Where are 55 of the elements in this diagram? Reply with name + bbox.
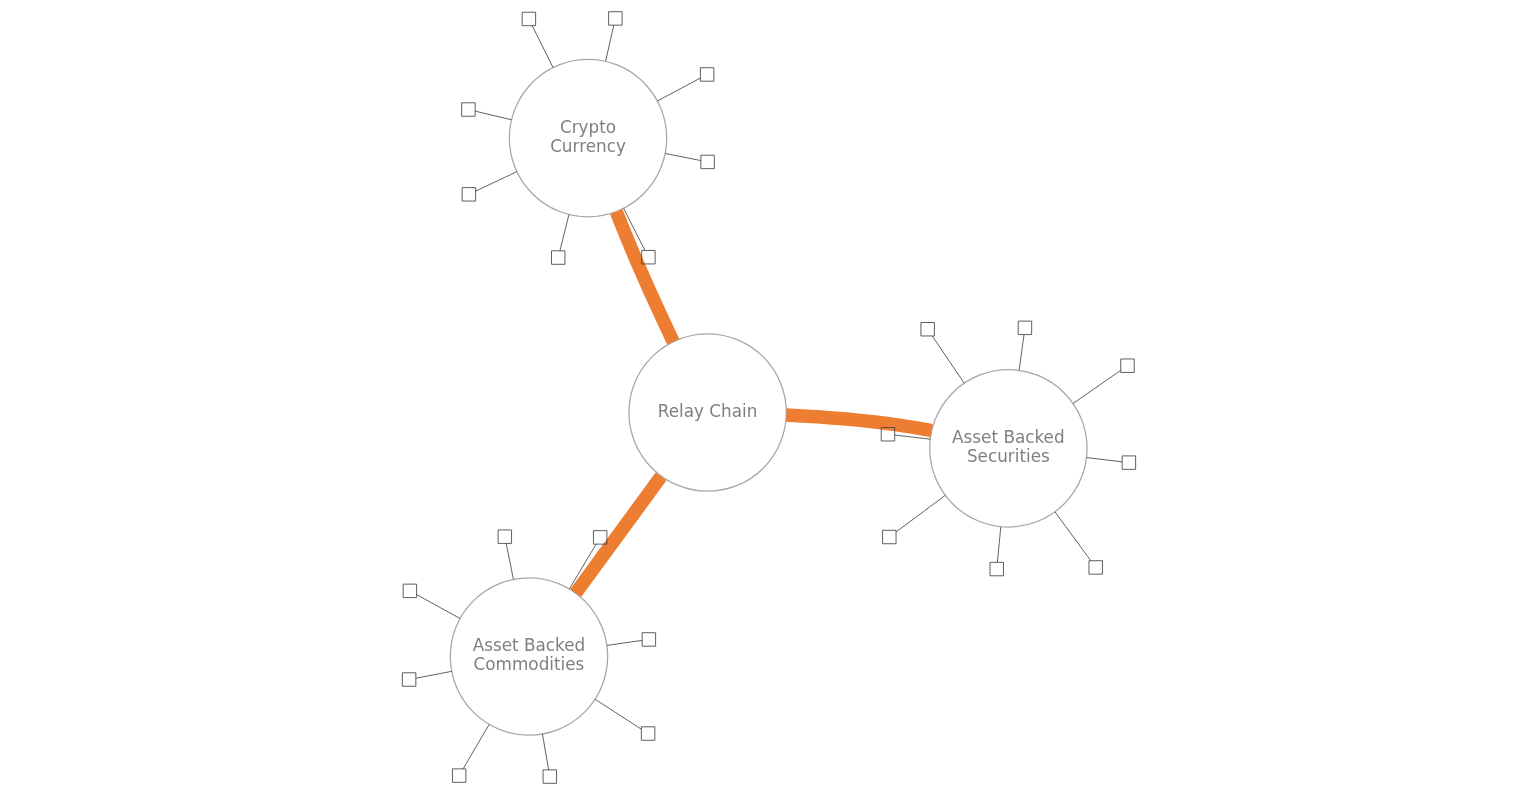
connector [559, 214, 569, 252]
node-box [699, 67, 714, 82]
connector [474, 171, 517, 192]
connector [895, 495, 945, 533]
connector [541, 733, 549, 771]
node-box [461, 187, 476, 202]
connector [531, 25, 553, 69]
node-box [592, 530, 607, 545]
node-box [1121, 455, 1136, 470]
node-box [920, 322, 935, 337]
connector [996, 526, 1001, 563]
connector [622, 208, 645, 251]
node-box [521, 11, 536, 27]
node-box [607, 11, 622, 26]
connector [664, 153, 701, 161]
node-box [542, 769, 557, 784]
connector [505, 543, 514, 580]
node-box [1017, 320, 1032, 335]
node-box [497, 529, 512, 544]
connector [1054, 511, 1091, 562]
connector [1018, 334, 1024, 371]
node-box [460, 102, 476, 117]
node-circle: Crypto Currency [508, 58, 667, 218]
node-box [880, 427, 895, 442]
connector [462, 724, 489, 770]
node-circle: Asset Backed Securities [928, 369, 1088, 528]
node-box [550, 250, 565, 265]
node-box [989, 561, 1004, 577]
node-box [1119, 358, 1135, 373]
node-box [640, 726, 655, 741]
node-box [641, 632, 656, 647]
connector [1072, 369, 1121, 404]
connector [594, 699, 642, 730]
connector [785, 408, 933, 438]
node-box [451, 768, 466, 783]
connector [569, 472, 666, 597]
connector [474, 110, 512, 121]
node-box [402, 583, 417, 598]
connector [931, 335, 965, 384]
node-box [1088, 560, 1103, 575]
connector [414, 670, 452, 679]
node-box [881, 529, 896, 545]
connector [415, 594, 460, 619]
connector [893, 434, 930, 440]
connector [656, 77, 701, 102]
connector [604, 24, 614, 62]
node-box [640, 250, 656, 265]
node-box [699, 154, 715, 170]
node-box [401, 672, 416, 687]
connector [1085, 457, 1122, 463]
connector [609, 209, 679, 345]
node-circle: Relay Chain [627, 333, 787, 492]
connector [606, 640, 642, 646]
node-circle: Asset Backed Commodities [449, 577, 608, 736]
connector [568, 543, 597, 590]
